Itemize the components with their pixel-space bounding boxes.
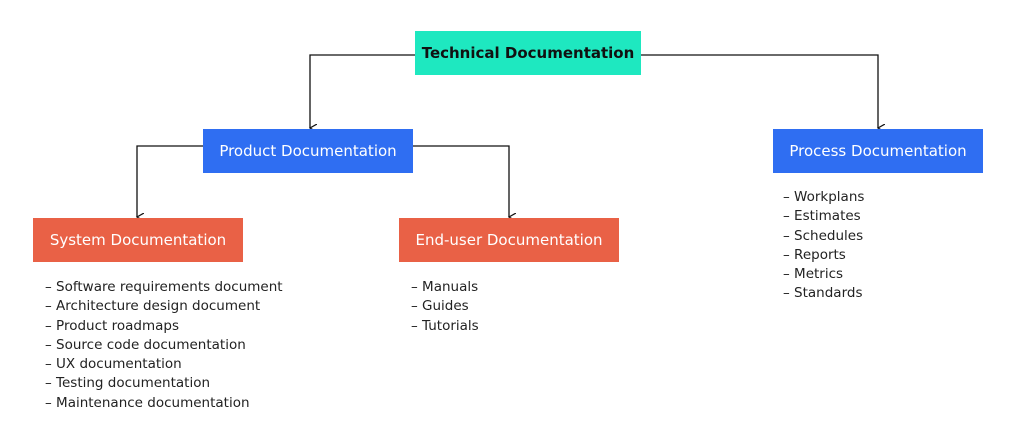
list-item: – Tutorials (411, 317, 479, 334)
process-documentation-label: Process Documentation (789, 142, 967, 160)
product-documentation-box: Product Documentation (203, 129, 413, 173)
product-documentation-label: Product Documentation (219, 142, 397, 160)
list-item: – Schedules (783, 227, 864, 244)
enduser-documentation-label: End-user Documentation (415, 231, 603, 249)
connector-root-to-process (641, 54, 878, 128)
process-documentation-list: – Workplans – Estimates – Schedules – Re… (783, 188, 864, 304)
technical-documentation-box: Technical Documentation (415, 31, 641, 75)
list-item: – UX documentation (45, 356, 182, 373)
list-item: – Guides (411, 298, 469, 315)
list-item: – Manuals (411, 279, 479, 295)
enduser-documentation-box: End-user Documentation (399, 218, 619, 262)
list-item: – Reports (783, 246, 846, 263)
list-item: – Product roadmaps (45, 317, 179, 334)
list-item: – Estimates (783, 208, 861, 225)
list-item: – Architecture design document (45, 298, 261, 315)
system-documentation-box: System Documentation (33, 218, 243, 262)
enduser-documentation-list: – Manuals – Guides – Tutorials (411, 278, 479, 336)
connector-root-to-product (310, 54, 415, 128)
system-documentation-list: – Software requirements document – Archi… (45, 278, 283, 413)
technical-documentation-label: Technical Documentation (421, 44, 635, 62)
list-item: – Workplans (783, 189, 865, 205)
list-item: – Source code documentation (45, 336, 246, 353)
list-item: – Standards (783, 285, 863, 302)
process-documentation-box: Process Documentation (773, 129, 983, 173)
list-item: – Software requirements document (45, 279, 283, 295)
connector-product-to-system (137, 145, 203, 217)
system-documentation-label: System Documentation (49, 231, 227, 249)
list-item: – Maintenance documentation (45, 394, 250, 411)
connector-product-to-enduser (413, 145, 509, 217)
list-item: – Metrics (783, 266, 844, 283)
list-item: – Testing documentation (45, 375, 211, 392)
